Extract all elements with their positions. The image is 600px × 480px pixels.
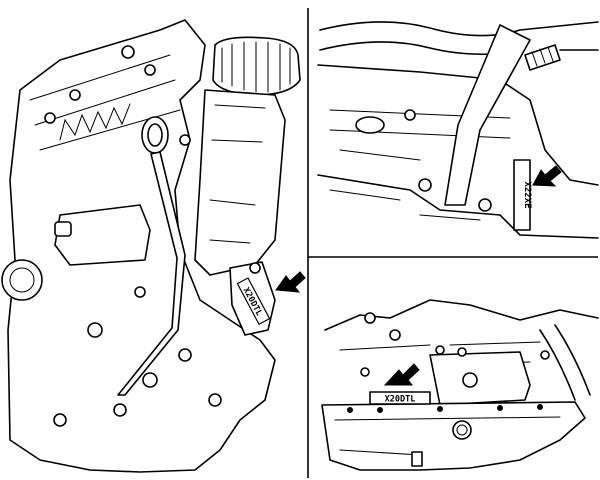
top-right-code-label: X22XE — [522, 181, 532, 208]
top-right-panel: X22XE — [317, 21, 599, 239]
bottom-right-code-label: X20DTL — [385, 395, 416, 405]
pointer-arrow-icon — [532, 165, 562, 187]
dipstick — [117, 116, 186, 396]
bottom-right-panel: X20DTL — [321, 299, 599, 471]
bolt — [478, 198, 492, 212]
pointer-arrow-icon — [275, 271, 306, 293]
oil-pan — [321, 401, 586, 471]
bolt — [418, 178, 432, 192]
pulley — [1, 259, 43, 301]
bolt-cluster — [44, 45, 222, 427]
pointer-arrow-icon — [383, 363, 420, 386]
engine-block — [7, 19, 276, 473]
oil-filter-housing — [194, 36, 301, 276]
main-panel: X20DTL — [1, 19, 306, 473]
